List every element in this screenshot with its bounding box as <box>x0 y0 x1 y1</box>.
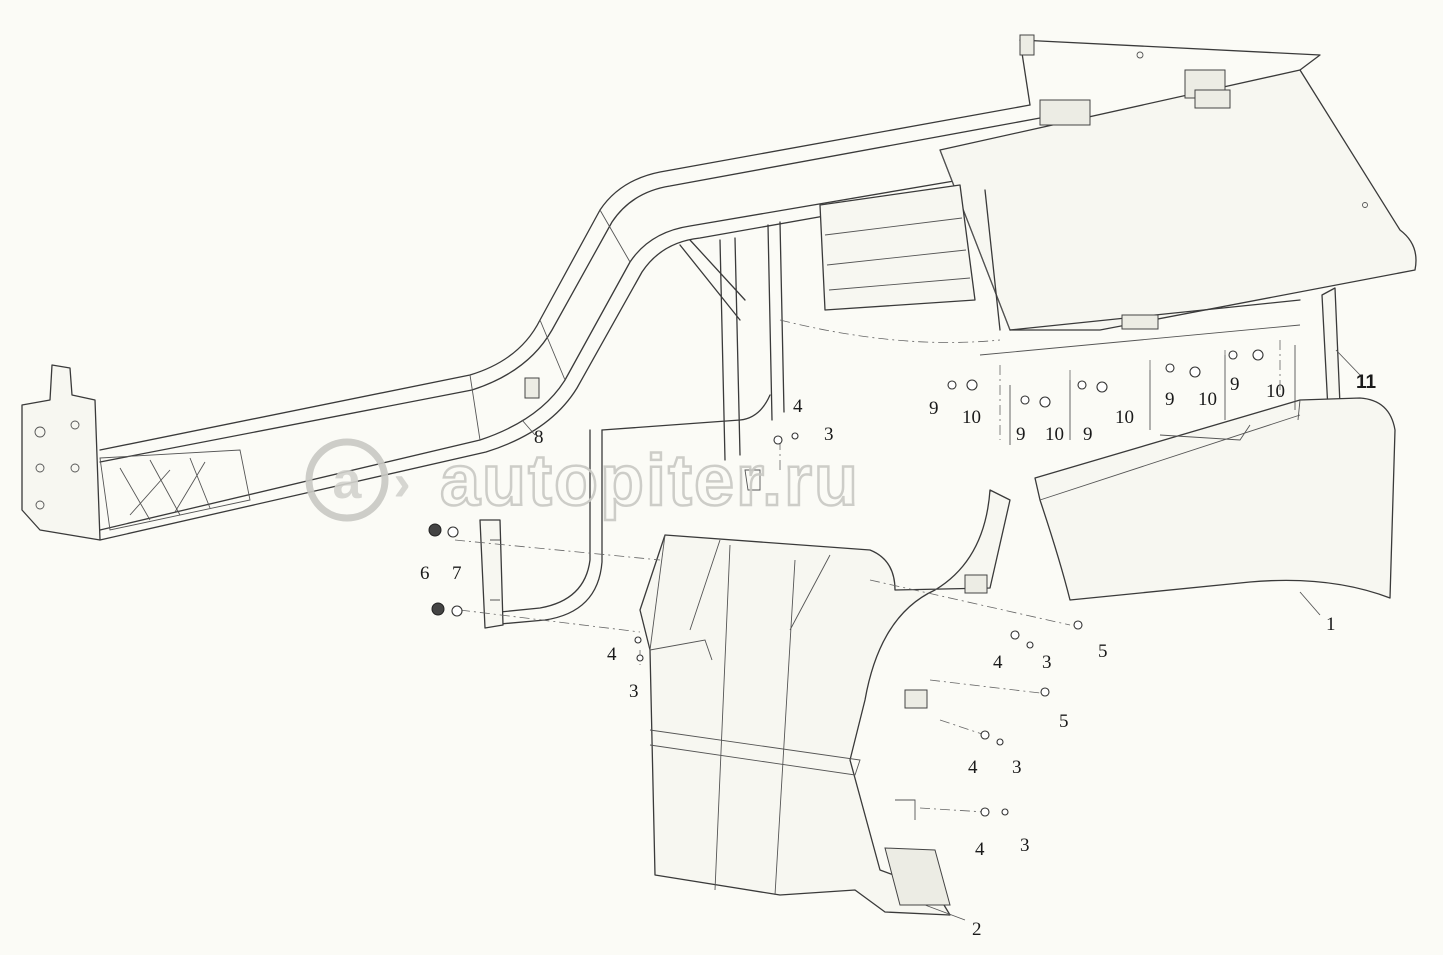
callout-2: 2 <box>972 919 982 940</box>
assembly-lines <box>454 319 1281 813</box>
splash-guard <box>639 469 1011 916</box>
callout-4: 4 <box>993 652 1003 673</box>
leader-lines <box>521 349 1361 921</box>
callout-3: 3 <box>1042 652 1052 673</box>
callout-6: 6 <box>420 563 430 584</box>
callout-9: 9 <box>1016 424 1026 445</box>
callout-4: 4 <box>607 644 617 665</box>
fasteners <box>428 349 1264 817</box>
callout-9: 9 <box>1083 424 1093 445</box>
callout-9: 9 <box>929 398 939 419</box>
watermark: a › autopiter.ru <box>305 438 860 522</box>
frame-rail <box>21 104 1041 629</box>
callout-3: 3 <box>629 681 639 702</box>
callout-3: 3 <box>1020 835 1030 856</box>
callout-7: 7 <box>452 563 462 584</box>
callout-8: 8 <box>534 427 544 448</box>
callout-9: 9 <box>1165 389 1175 410</box>
watermark-ring-letter: a <box>333 452 363 510</box>
watermark-arrow: › <box>393 454 410 512</box>
watermark-text: autopiter.ru <box>440 441 860 521</box>
callout-5: 5 <box>1059 711 1069 732</box>
callout-4: 4 <box>975 839 985 860</box>
callout-3: 3 <box>1012 757 1022 778</box>
upper-platform-panel <box>819 34 1417 411</box>
callout-4: 4 <box>793 396 803 417</box>
callout-11: 11 <box>1356 372 1377 393</box>
callout-10: 10 <box>1198 389 1217 410</box>
callout-labels: 1 2 3 3 3 3 3 4 4 4 4 4 5 5 6 7 8 9 9 9 … <box>420 372 1377 940</box>
callout-3: 3 <box>824 424 834 445</box>
callout-10: 10 <box>962 407 981 428</box>
callout-10: 10 <box>1045 424 1064 445</box>
callout-10: 10 <box>1115 407 1134 428</box>
callout-1: 1 <box>1326 614 1336 635</box>
callout-5: 5 <box>1098 641 1108 662</box>
callout-10: 10 <box>1266 381 1285 402</box>
callout-4: 4 <box>968 757 978 778</box>
callout-9: 9 <box>1230 374 1240 395</box>
